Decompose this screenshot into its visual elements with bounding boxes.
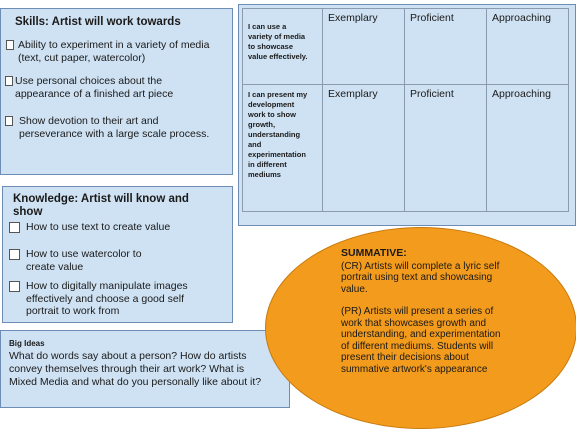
- big-ideas-text: What do words say about a person? How do…: [9, 350, 262, 388]
- skills-item-1: Ability to experiment in a variety of me…: [6, 39, 231, 64]
- skills-item-3-line1: Show devotion to their art and: [19, 115, 159, 127]
- big-ideas-box: Big Ideas What do words say about a pers…: [0, 330, 290, 408]
- rubric-row-2-exemplary: Exemplary: [322, 84, 405, 212]
- skills-item-3: Show devotion to their art and persevera…: [5, 115, 230, 140]
- skills-box: Skills: Artist will work towards Ability…: [0, 8, 233, 175]
- skills-item-2: Use personal choices about the appearanc…: [5, 75, 230, 100]
- rubric-row-1-exemplary: Exemplary: [322, 8, 405, 85]
- summative-text: SUMMATIVE: (CR) Artists will complete a …: [341, 247, 541, 375]
- big-ideas-title: Big Ideas: [9, 339, 45, 348]
- knowledge-item-3: How to digitally manipulate images effec…: [9, 280, 231, 318]
- knowledge-box: Knowledge: Artist will know and show How…: [2, 186, 233, 323]
- skills-item-2-line1: Use personal choices about the: [15, 75, 163, 87]
- rubric-row-1-proficient: Proficient: [404, 8, 487, 85]
- rubric-table: I can use a variety of media to showcase…: [242, 8, 569, 212]
- checkbox-icon[interactable]: [9, 281, 20, 292]
- rubric-row-1: I can use a variety of media to showcase…: [242, 8, 569, 85]
- summative-title: SUMMATIVE:: [341, 247, 407, 259]
- skills-item-1-line2: (text, cut paper, watercolor): [18, 51, 146, 64]
- summative-ellipse: [265, 227, 576, 429]
- checkbox-icon[interactable]: [5, 76, 13, 86]
- skills-item-1-line1: Ability to experiment in a variety of me…: [18, 39, 210, 51]
- knowledge-item-2: How to use watercolor to create value: [9, 248, 231, 273]
- checkbox-icon[interactable]: [5, 116, 13, 126]
- rubric-row-1-criteria: I can use a variety of media to showcase…: [242, 8, 323, 85]
- knowledge-item-1: How to use text to create value: [9, 221, 231, 234]
- rubric-row-2: I can present my development work to sho…: [242, 84, 569, 212]
- knowledge-title: Knowledge: Artist will know and show: [13, 193, 189, 218]
- summative-pr: (PR) Artists will present a series of wo…: [341, 306, 501, 375]
- rubric-row-1-approaching: Approaching: [486, 8, 569, 85]
- rubric-row-2-approaching: Approaching: [486, 84, 569, 212]
- checkbox-icon[interactable]: [9, 222, 20, 233]
- rubric-row-2-criteria: I can present my development work to sho…: [242, 84, 323, 212]
- summative-cr: (CR) Artists will complete a lyric self …: [341, 260, 500, 295]
- checkbox-icon[interactable]: [6, 40, 14, 50]
- checkbox-icon[interactable]: [9, 249, 20, 260]
- rubric-row-2-proficient: Proficient: [404, 84, 487, 212]
- skills-item-2-line2: appearance of a finished art piece: [15, 87, 174, 100]
- skills-title: Skills: Artist will work towards: [15, 16, 181, 28]
- skills-item-3-line2: perseverance with a large scale process.: [19, 127, 210, 140]
